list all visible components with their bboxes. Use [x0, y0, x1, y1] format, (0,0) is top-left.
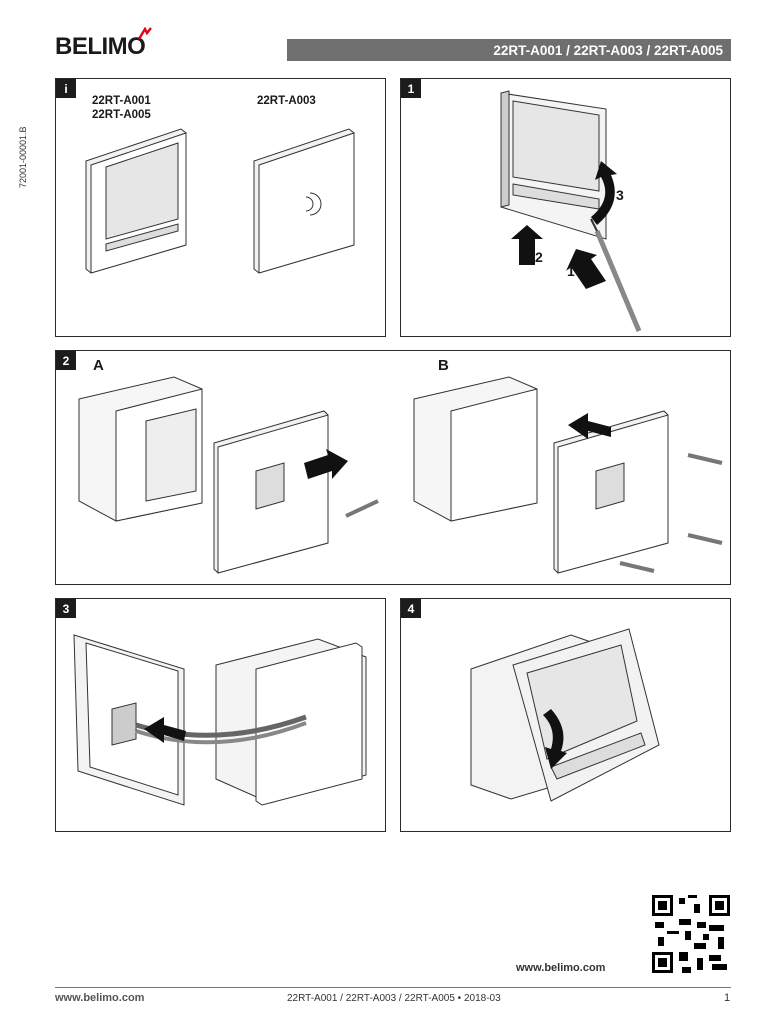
panel-tag: 4 — [401, 599, 421, 618]
panel-tag: i — [56, 79, 76, 98]
model-a005: 22RT-A005 — [92, 109, 151, 121]
step-arrow-label-3: 3 — [616, 187, 624, 203]
thermostat-models-illustration — [85, 128, 355, 274]
step-arrow-label-2: 2 — [535, 249, 543, 265]
arrow-1-icon — [566, 249, 606, 289]
panel-step-2: 2 A B — [55, 350, 731, 585]
panel-info: i 22RT-A001 22RT-A005 22RT-A003 — [55, 78, 386, 337]
connect-wires-illustration — [73, 634, 367, 806]
open-cover-illustration — [500, 90, 642, 332]
model-label-a: 22RT-A001 22RT-A005 — [92, 94, 151, 122]
footer-website-link[interactable]: www.belimo.com — [55, 992, 145, 1004]
push-arrow-a-icon — [304, 449, 348, 479]
panel-tag: 3 — [56, 599, 76, 618]
attach-cover-illustration — [470, 628, 660, 802]
brand-name: BELIMO — [55, 33, 146, 60]
document-title: 22RT-A001 / 22RT-A003 / 22RT-A005 — [493, 42, 723, 58]
arrow-2-icon — [511, 225, 543, 265]
qr-caption: www.belimo.com — [516, 962, 606, 974]
document-id: 72001-00001.B — [18, 126, 28, 188]
panel-tag: 1 — [401, 79, 421, 98]
qr-code-icon — [652, 895, 730, 973]
document-title-bar: 22RT-A001 / 22RT-A003 / 22RT-A005 — [287, 39, 731, 61]
footer-divider — [55, 987, 731, 988]
panel-step-1: 1 3 2 1 — [400, 78, 731, 337]
push-arrow-b-icon — [568, 413, 611, 439]
panel-step-3: 3 — [55, 598, 386, 832]
model-a001: 22RT-A001 — [92, 95, 151, 107]
footer-doc-line: 22RT-A001 / 22RT-A003 / 22RT-A005 • 2018… — [287, 993, 501, 1004]
variant-a-label: A — [93, 357, 104, 374]
logo-mark-icon — [137, 27, 152, 40]
page-number: 1 — [724, 992, 731, 1004]
panel-step-4: 4 — [400, 598, 731, 832]
panel-tag: 2 — [56, 351, 76, 370]
mount-baseplate-illustration — [78, 376, 723, 574]
step-arrow-label-1: 1 — [567, 263, 575, 279]
close-arrow-icon — [543, 709, 567, 769]
variant-b-label: B — [438, 357, 449, 374]
belimo-logo: BELIMO — [55, 27, 155, 65]
arrow-3-icon — [591, 161, 617, 225]
model-a003: 22RT-A003 — [257, 95, 316, 107]
connect-arrow-icon — [144, 717, 186, 743]
